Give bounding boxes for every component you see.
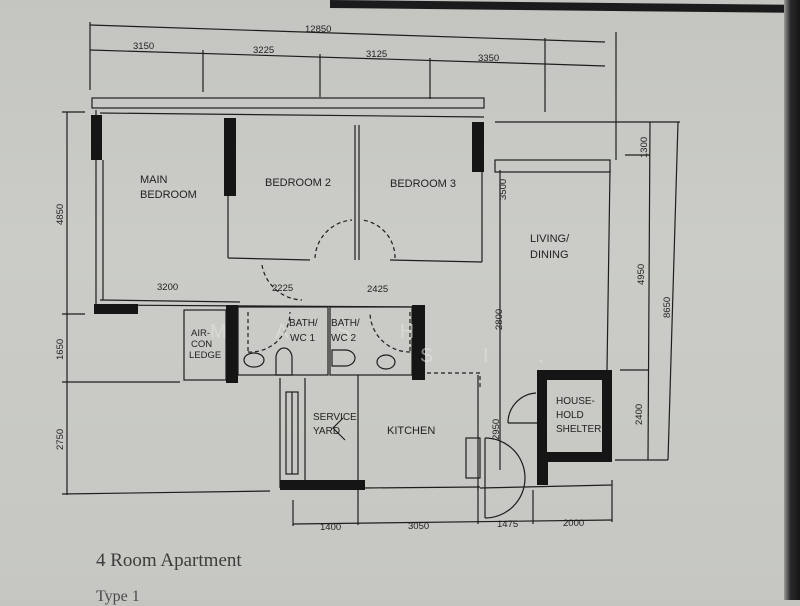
dim-left-2: 1650 (55, 339, 66, 360)
dim-right-3: 2400 (634, 404, 645, 425)
toilets (243, 347, 396, 376)
label-bedroom-2: BEDROOM 2 (265, 177, 331, 189)
dim-top-4: 3350 (478, 53, 499, 64)
label-living-2: DINING (530, 249, 569, 261)
dim-bottom-1: 1400 (320, 522, 341, 533)
door-swings (247, 219, 481, 390)
label-aircon-3: LEDGE (189, 350, 221, 361)
dim-kitchen-vertical: 2950 (491, 419, 502, 440)
label-shelter-1: HOUSE- (556, 396, 595, 407)
dim-right-1: 1300 (639, 137, 650, 158)
dim-top-1: 3150 (133, 41, 154, 52)
label-bath1-2: WC 1 (290, 333, 315, 344)
dim-bottom-4: 2000 (563, 518, 584, 529)
right-dimension-lines (495, 121, 680, 461)
bottom-dimension-lines (292, 480, 613, 526)
label-bath1-1: BATH/ (289, 318, 318, 329)
drawing-title: 4 Room Apartment (96, 550, 242, 571)
label-shelter-3: SHELTER (556, 424, 601, 435)
dim-bottom-3: 1475 (497, 519, 518, 530)
label-aircon-1: AIR- (191, 328, 210, 339)
label-aircon-2: CON (191, 339, 212, 350)
label-shelter-2: HOLD (556, 410, 584, 421)
door-swings-solid (332, 392, 538, 519)
label-main-bedroom-1: MAIN (140, 174, 168, 186)
dim-left-1: 4850 (55, 204, 66, 225)
dim-right-overall: 8650 (662, 297, 673, 318)
structural-walls (91, 115, 612, 490)
watermark-line-1: M A S H (210, 321, 436, 343)
dim-living-2: 2800 (494, 309, 505, 330)
dim-top-2: 3225 (253, 45, 274, 56)
label-service-1: SERVICE (313, 412, 357, 423)
dim-int-1: 3200 (157, 282, 178, 293)
left-dimension-lines (61, 111, 271, 495)
label-living-1: LIVING/ (530, 233, 570, 245)
drawing-subtitle: Type 1 (96, 588, 140, 605)
dim-right-2: 4950 (636, 264, 647, 285)
monitor-bezel-right (784, 0, 800, 600)
label-service-2: YARD (313, 426, 340, 437)
dim-living-1: 3500 (498, 179, 509, 200)
dim-int-2: 2225 (272, 283, 293, 294)
label-bedroom-3: BEDROOM 3 (390, 178, 456, 190)
dim-int-3: 2425 (367, 284, 388, 295)
dim-left-3: 2750 (55, 429, 66, 450)
label-bath2-2: WC 2 (331, 333, 356, 344)
label-main-bedroom-2: BEDROOM (140, 189, 197, 201)
walls (91, 97, 613, 490)
dim-top-3: 3125 (366, 49, 387, 60)
dim-bottom-2: 3050 (408, 521, 429, 532)
top-dimension-lines (89, 22, 617, 160)
dim-overall-top: 12850 (305, 24, 331, 35)
label-bath2-1: BATH/ (331, 318, 360, 329)
label-kitchen: KITCHEN (387, 425, 435, 437)
watermark-line-2: S I . (420, 345, 566, 367)
